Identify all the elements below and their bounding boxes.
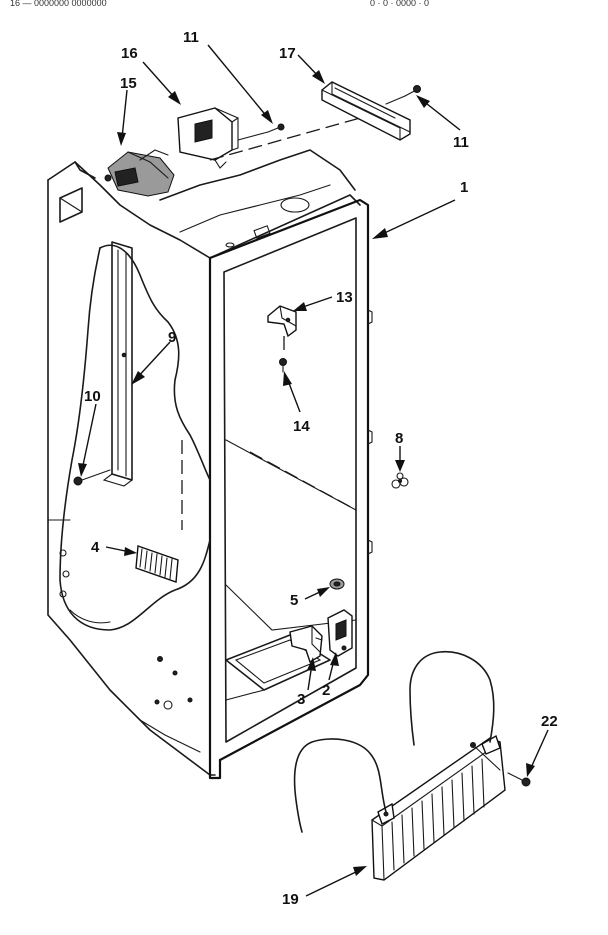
part-11-screw-right	[385, 85, 421, 105]
part-3-bracket	[289, 625, 323, 664]
label-9: 9	[168, 329, 176, 346]
callout-17: 17	[279, 45, 325, 84]
label-15: 15	[120, 75, 137, 92]
part-19-grille	[293, 650, 506, 881]
label-8: 8	[395, 430, 403, 447]
label-17: 17	[279, 45, 296, 62]
part-4-grille	[135, 545, 179, 583]
callout-11a: 11	[183, 29, 273, 124]
label-14: 14	[293, 418, 310, 435]
label-11a: 11	[183, 29, 199, 46]
part-13-bracket	[267, 305, 297, 338]
label-19: 19	[282, 891, 299, 908]
callout-16: 16	[121, 45, 181, 105]
label-3: 3	[297, 691, 305, 708]
callout-9: 9	[131, 329, 176, 385]
callout-15: 15	[117, 75, 137, 146]
part-17-bracket	[321, 81, 411, 141]
callout-22: 22	[526, 713, 558, 777]
label-10: 10	[84, 388, 101, 405]
header-text-left: 16 — 0000000 0000000	[10, 0, 107, 8]
callout-2: 2	[322, 652, 339, 699]
part-2-bracket	[327, 609, 353, 657]
part-11-screw-top	[237, 123, 285, 141]
callout-13: 13	[293, 289, 353, 311]
callout-14: 14	[283, 371, 310, 435]
label-2: 2	[322, 682, 330, 699]
part-8-clip	[391, 472, 409, 489]
callout-3: 3	[297, 657, 316, 708]
callout-4: 4	[91, 539, 137, 556]
label-1: 1	[460, 179, 468, 196]
header-text-right: 0 · 0 · 0000 · 0	[370, 0, 429, 8]
label-11b: 11	[453, 134, 469, 151]
dashed-connector-17	[209, 117, 361, 161]
part-5-grommet	[329, 578, 345, 590]
callout-19: 19	[282, 866, 367, 908]
part-14-screw	[279, 336, 287, 373]
part-15-control	[104, 149, 175, 197]
label-13: 13	[336, 289, 353, 306]
part-9-rail	[102, 241, 133, 487]
callout-11b: 11	[416, 95, 469, 151]
cabinet-liner	[47, 149, 373, 780]
callout-8: 8	[395, 430, 405, 472]
label-16: 16	[121, 45, 138, 62]
label-4: 4	[91, 539, 100, 556]
part-16-bracket	[177, 107, 239, 169]
part-10-screw	[73, 469, 111, 486]
part-22-screw	[507, 772, 531, 787]
callout-5: 5	[290, 587, 330, 609]
callout-10: 10	[78, 388, 101, 477]
callout-1: 1	[372, 179, 468, 239]
label-22: 22	[541, 713, 558, 730]
label-5: 5	[290, 592, 298, 609]
